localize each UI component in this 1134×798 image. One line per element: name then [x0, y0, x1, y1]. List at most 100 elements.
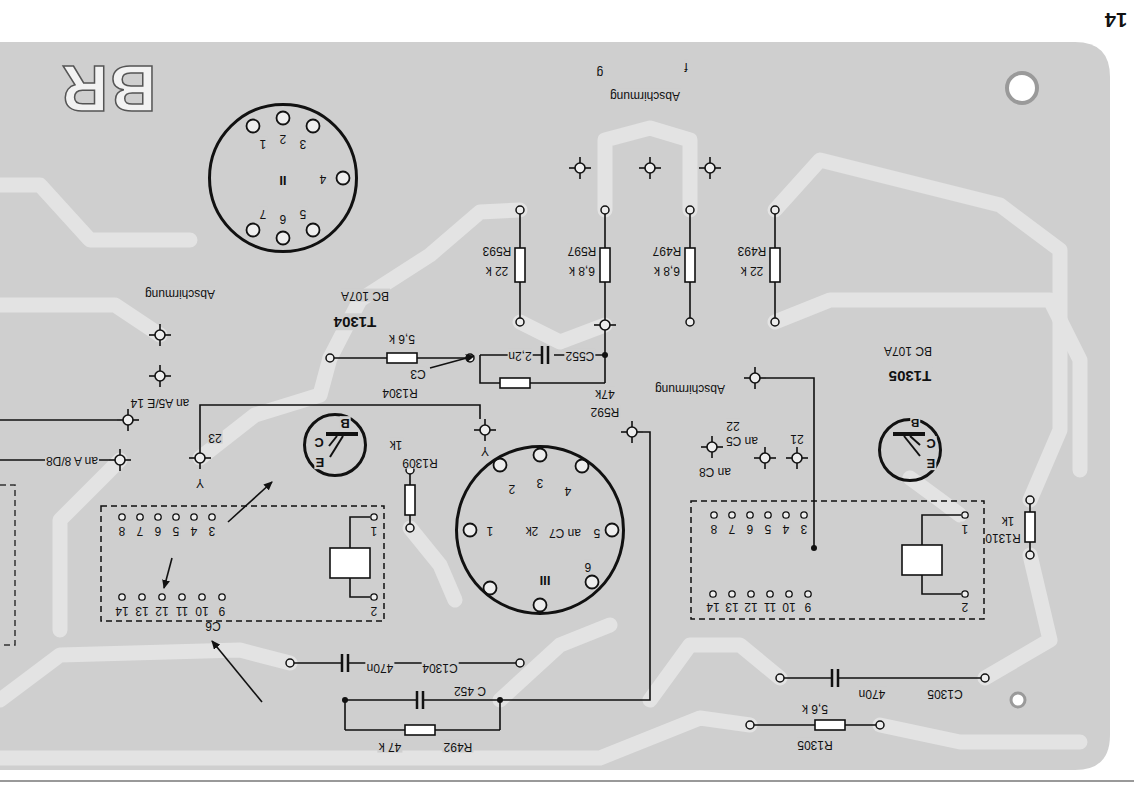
part-label: T1304	[333, 314, 378, 331]
trace	[0, 185, 190, 240]
pin-number: 8	[118, 523, 127, 536]
relay-pin	[159, 594, 165, 600]
crosshair-pad	[621, 421, 643, 443]
socket-hole	[307, 120, 320, 133]
pin-number: 11	[175, 603, 189, 616]
capacitor-symbols	[342, 346, 838, 709]
socket-hole	[247, 224, 260, 237]
relay-pin	[729, 591, 735, 597]
part-label: 47 k	[378, 739, 403, 752]
resistor-symbol	[1025, 512, 1035, 542]
relay-pin	[371, 594, 377, 600]
pin-number: C	[925, 436, 936, 450]
solder-pad	[981, 674, 989, 682]
part-label: R493	[737, 243, 768, 256]
resistor-symbol	[387, 353, 417, 363]
transistor-lead	[904, 436, 920, 456]
relay-pin	[711, 512, 717, 518]
trace	[605, 128, 690, 210]
component-circle: CBE	[303, 413, 367, 477]
transistor-outline	[305, 415, 366, 476]
pin-number: 14	[114, 603, 129, 616]
transistor-lead	[910, 436, 920, 445]
relay-pin	[962, 512, 968, 518]
crosshair-pad	[699, 157, 721, 179]
solder-pad	[286, 659, 294, 667]
relay-pin	[191, 514, 197, 520]
pin-number: 4	[782, 521, 791, 534]
board	[0, 42, 1110, 770]
part-label: 1k	[389, 437, 404, 450]
capacitor-lead	[784, 677, 981, 679]
pin-number: 10	[194, 603, 209, 616]
wire	[0, 419, 117, 421]
pin-number: 3	[800, 521, 809, 534]
relay-pin	[199, 594, 205, 600]
pin-number: 2k	[525, 523, 540, 536]
solder-pad	[876, 721, 884, 729]
pin-number: 9	[218, 603, 227, 616]
relay-pin	[767, 591, 773, 597]
part-label: Y	[195, 475, 205, 488]
page-rule	[0, 780, 1134, 782]
solder-pad	[746, 721, 754, 729]
pin-number: 11	[763, 599, 777, 612]
socket-hole	[307, 224, 320, 237]
relay-pin	[371, 514, 377, 520]
pin-number: 4	[319, 171, 328, 184]
relay-coil	[902, 545, 942, 575]
wires	[0, 214, 1030, 730]
junction-dots	[342, 352, 817, 703]
part-label: R1305	[796, 737, 833, 750]
trace	[200, 358, 330, 458]
pin-number: 6	[746, 521, 755, 534]
trace	[775, 300, 1080, 470]
resistor-symbol	[815, 720, 845, 730]
part-label: Abschirmung	[609, 88, 681, 101]
pin-number: 2	[508, 481, 517, 494]
solder-pad	[406, 524, 414, 532]
solder-pad	[1026, 496, 1034, 504]
transistor-base	[326, 432, 358, 436]
part-label: an C5	[725, 433, 759, 446]
part-label: 21	[789, 431, 804, 444]
pin-number: 13	[724, 599, 739, 612]
solder-pad	[516, 318, 524, 326]
relay-pin	[137, 514, 143, 520]
pin-number: 14	[705, 599, 720, 612]
pin-number: E	[315, 455, 326, 469]
wire	[766, 378, 814, 548]
junction-dot	[602, 352, 608, 358]
pin-number: 12	[154, 603, 169, 616]
relay-pin	[765, 512, 771, 518]
part-label: 23	[207, 430, 222, 443]
relay-pin	[786, 591, 792, 597]
resistor-symbol	[405, 725, 435, 735]
relay-pin	[155, 514, 161, 520]
trace	[775, 160, 1060, 500]
crosshair-pad	[117, 409, 139, 431]
pin-number: 1	[486, 523, 495, 536]
capacitor-symbol	[832, 669, 838, 687]
resistor-symbol	[515, 248, 525, 282]
component-circle: 1234567II	[208, 103, 358, 253]
wire	[500, 432, 650, 700]
leader-arrow	[212, 641, 262, 702]
solder-pad	[516, 206, 524, 214]
pin-number: III	[539, 573, 552, 587]
relay-pin	[173, 514, 179, 520]
trace	[985, 555, 1050, 678]
pin-number: 13	[134, 603, 149, 616]
junction-dot	[497, 697, 503, 703]
solder-pad	[516, 659, 524, 667]
relay-pin	[119, 594, 125, 600]
mounting-hole	[1011, 693, 1025, 707]
mounting-hole	[1007, 73, 1037, 103]
part-label: 1k	[1001, 513, 1016, 526]
crosshair-pad	[189, 447, 211, 469]
part-label: R592	[590, 404, 621, 417]
pin-number: 1	[961, 521, 970, 534]
crosshair-pad	[744, 367, 766, 389]
transistor-lead	[330, 436, 343, 457]
